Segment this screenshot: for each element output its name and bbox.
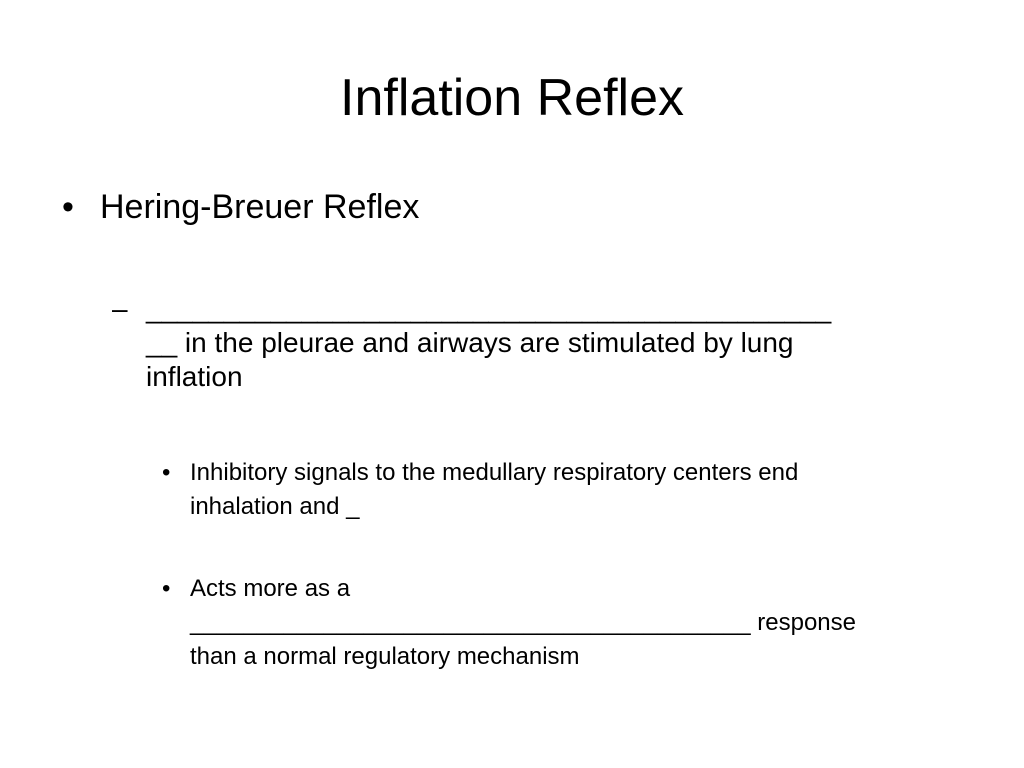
bullet-text: Hering-Breuer Reflex [100,188,420,226]
text-line: than a normal regulatory mechanism [190,643,580,670]
bullet-marker: • [162,459,171,486]
text-line: Inhibitory signals to the medullary resp… [190,459,799,486]
text-line: ________________________________________… [190,609,856,636]
bullet-text: Acts more as a _________________________… [190,572,942,674]
text-line: __ in the pleurae and airways are stimul… [146,327,794,358]
text-line: inflation [146,361,243,392]
text-line: inhalation and _ [190,493,360,520]
bullet-marker: • [162,575,171,602]
bullet-marker: • [62,188,74,226]
bullet-text: ________________________________________… [146,292,952,394]
dash-marker: – [112,293,128,324]
bullet-text: Inhibitory signals to the medullary resp… [190,456,942,524]
text-line: ________________________________________… [146,293,832,324]
text-line: Acts more as a [190,575,351,602]
slide-title: Inflation Reflex [340,69,684,127]
